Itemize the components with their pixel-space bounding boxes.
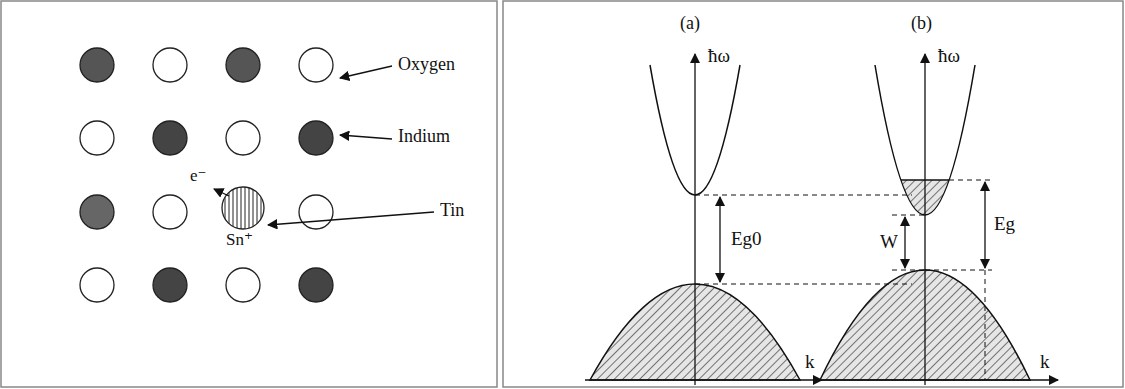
ion-label: Sn⁺ (226, 231, 253, 250)
atom-label: Oxygen (398, 55, 455, 75)
panel-label: (b) (911, 14, 932, 34)
gap-label: Eg (994, 214, 1015, 235)
atom-label: Tin (440, 201, 464, 221)
charge-label: e⁻ (190, 167, 207, 186)
panel-frame (1, 1, 497, 387)
gap-label: Eg0 (731, 229, 762, 250)
axis-label: k (805, 352, 815, 373)
axis-label: ħω (708, 46, 730, 67)
band-b (815, 54, 1058, 385)
atom-label: Indium (398, 127, 450, 147)
dashed-levels (695, 180, 992, 380)
gap-label: W (880, 232, 898, 253)
axis-label: ħω (938, 46, 960, 67)
axis-label: k (1040, 352, 1050, 373)
band-a (585, 54, 822, 385)
panel-label: (a) (680, 14, 700, 34)
panel-frame (503, 1, 1123, 387)
lattice (80, 48, 333, 302)
